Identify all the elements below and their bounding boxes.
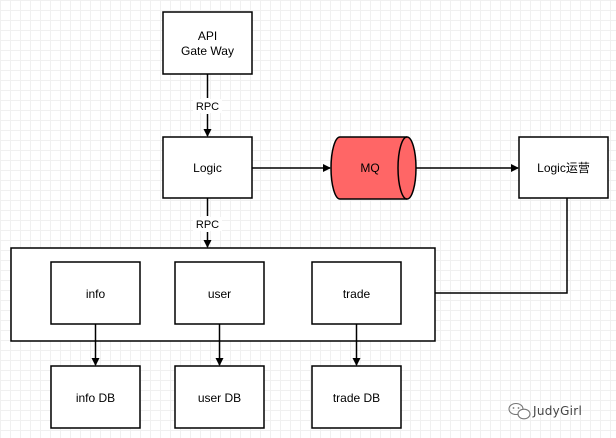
logic-ops-to-trade-edge xyxy=(402,198,568,297)
info-db-label: info DB xyxy=(76,391,115,405)
trade-db-label: trade DB xyxy=(333,391,380,405)
logic-node[interactable]: Logic xyxy=(162,136,253,199)
wechat-icon xyxy=(508,402,531,420)
user-db-label: user DB xyxy=(198,391,241,405)
logic-ops-label: Logic运营 xyxy=(537,161,590,175)
info-db-node[interactable]: info DB xyxy=(50,365,141,429)
rpc-label-top: RPC xyxy=(196,101,219,113)
api-gateway-node[interactable]: API Gate Way xyxy=(162,11,253,75)
mq-queue-node[interactable]: MQ xyxy=(330,136,417,200)
user-db-node[interactable]: user DB xyxy=(174,365,265,429)
mq-cylinder-cap xyxy=(397,136,408,200)
logic-to-services-edge: RPC xyxy=(193,198,222,248)
trade-service-node[interactable]: trade xyxy=(311,261,402,325)
user-service-node[interactable]: user xyxy=(174,261,265,325)
trade-db-node[interactable]: trade DB xyxy=(311,365,402,429)
api-gateway-label-line1: API xyxy=(198,29,217,43)
watermark-text: JudyGirl xyxy=(532,404,582,418)
info-label: info xyxy=(86,287,106,301)
user-label: user xyxy=(208,287,231,301)
trade-label: trade xyxy=(343,287,371,301)
info-service-node[interactable]: info xyxy=(50,261,141,325)
gateway-to-logic-edge: RPC xyxy=(193,74,222,137)
mq-label: MQ xyxy=(360,161,379,175)
watermark: JudyGirl xyxy=(508,402,582,420)
api-gateway-label-line2: Gate Way xyxy=(181,44,234,58)
rpc-label-bottom: RPC xyxy=(196,219,219,231)
logic-ops-node[interactable]: Logic运营 xyxy=(518,136,609,199)
logic-label: Logic xyxy=(193,161,222,175)
